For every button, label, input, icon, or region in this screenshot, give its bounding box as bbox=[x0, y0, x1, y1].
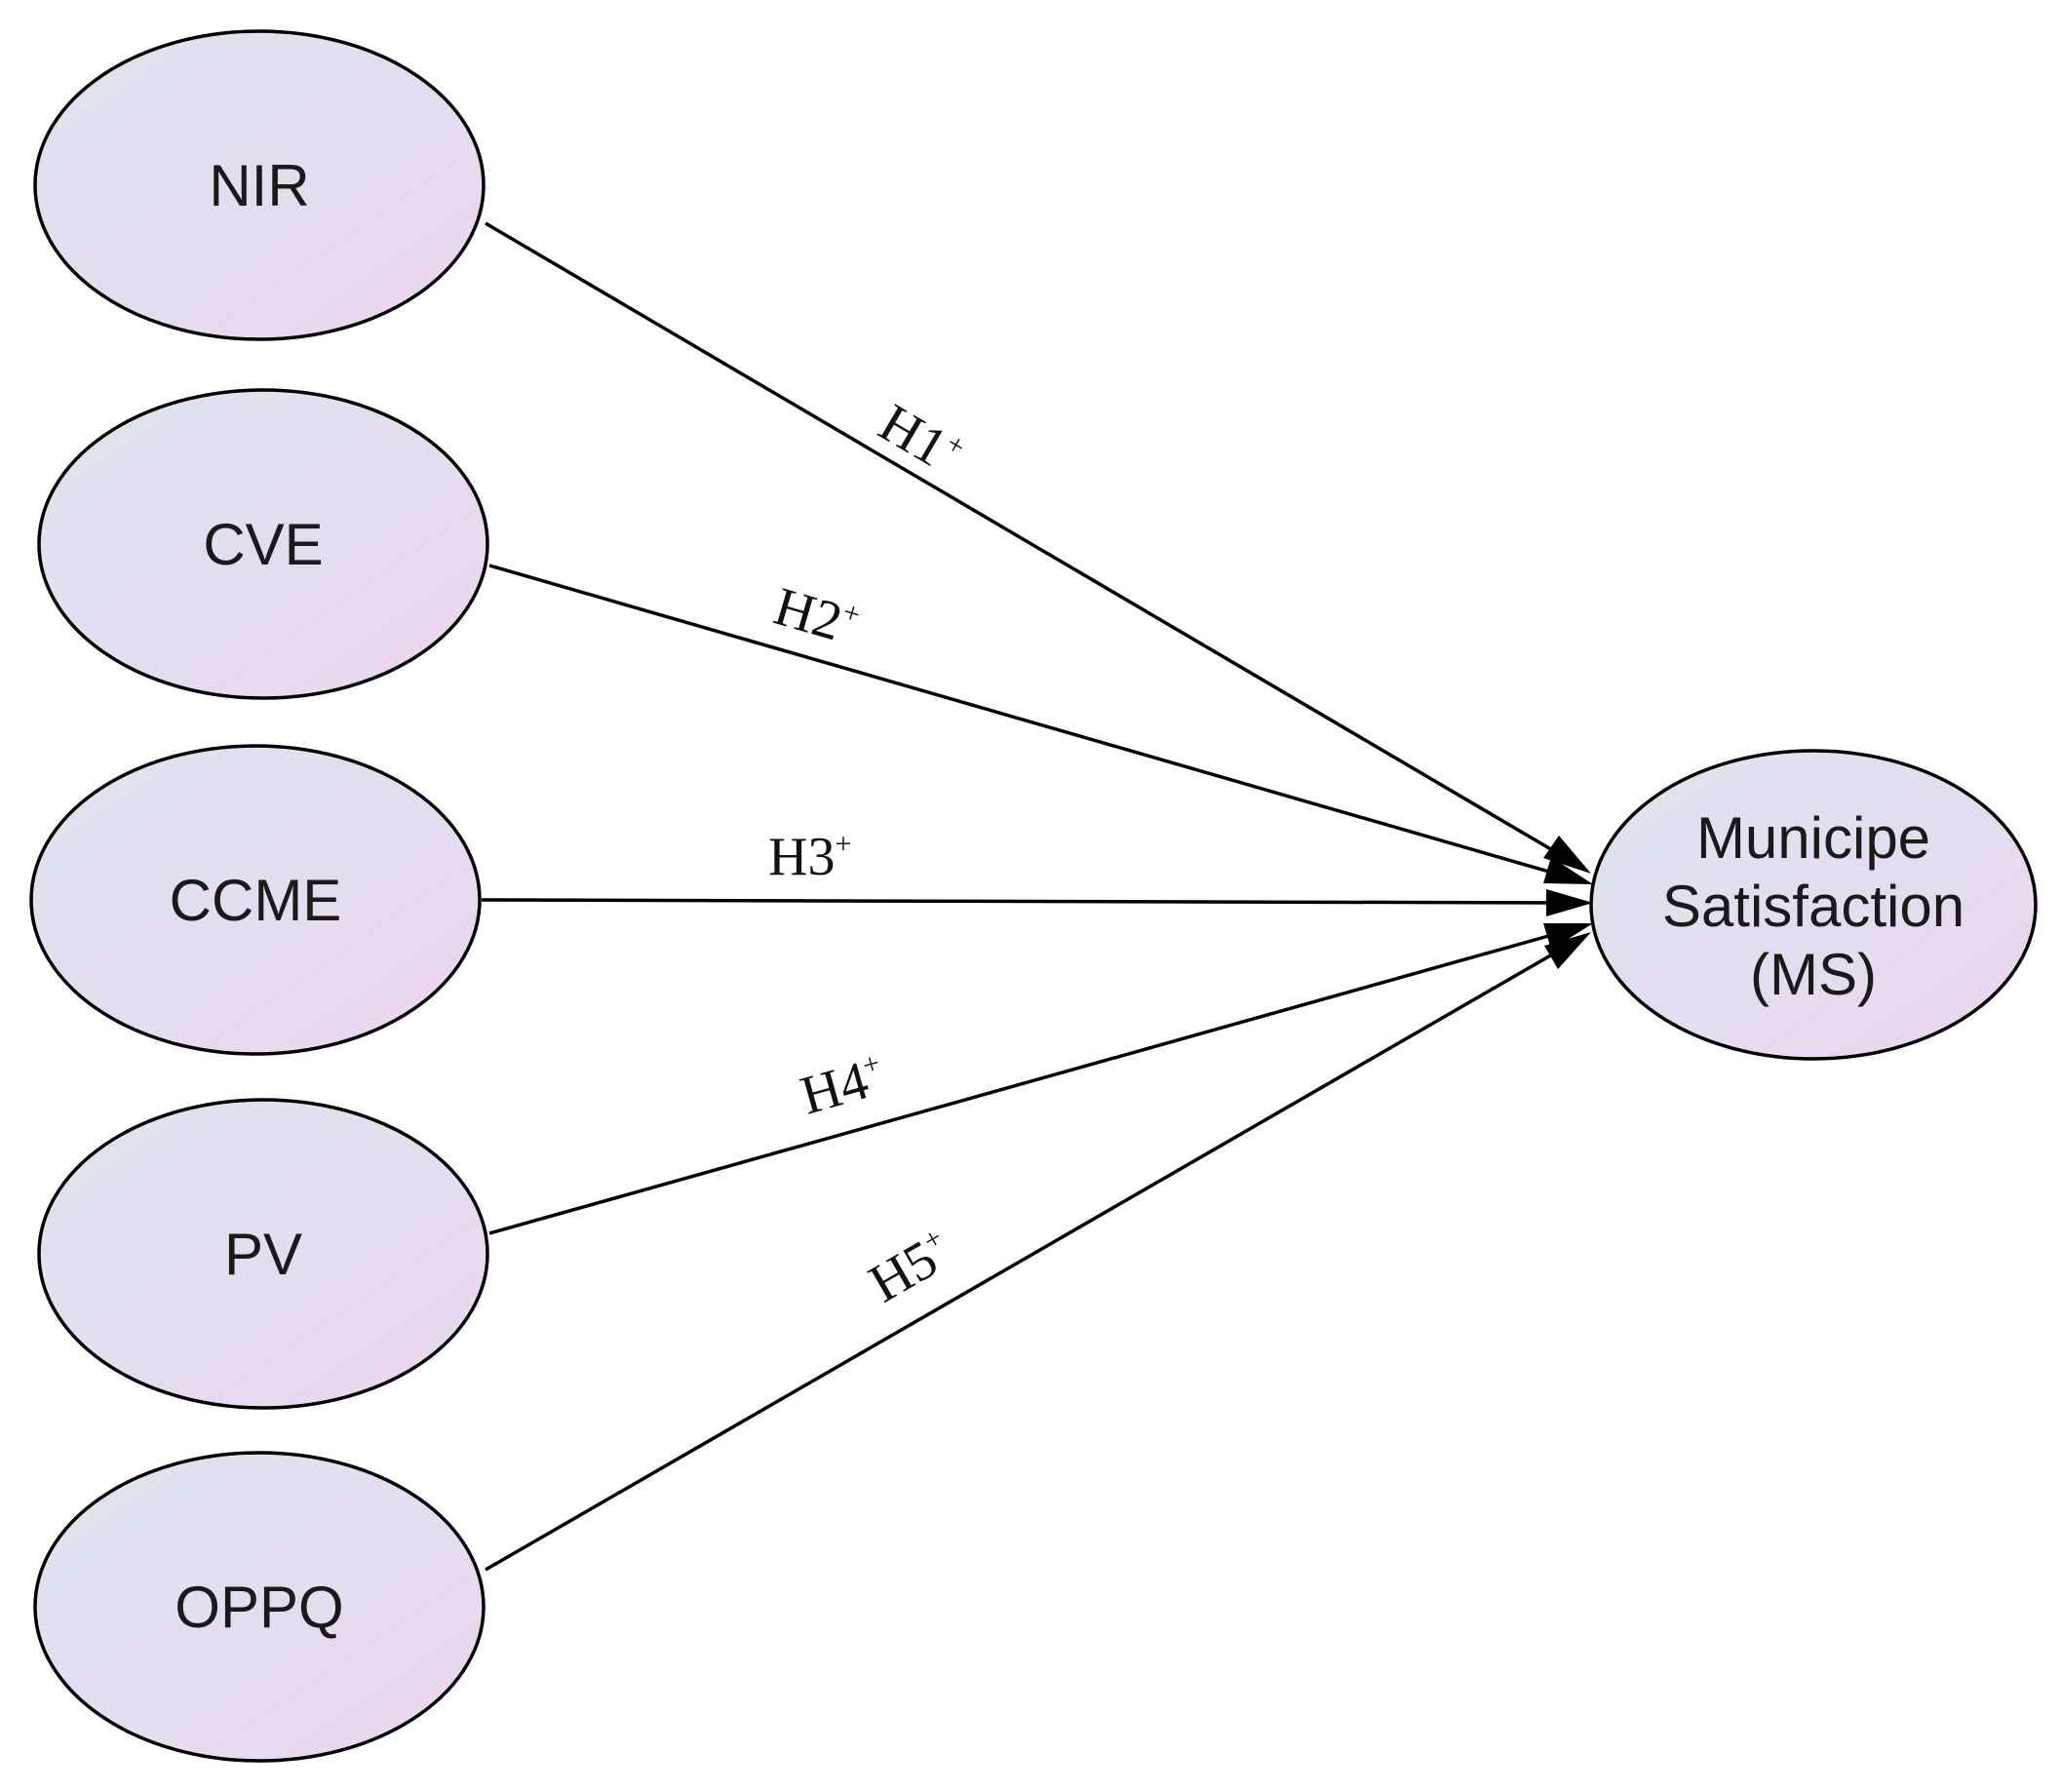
arrowhead-h2 bbox=[1543, 857, 1593, 884]
node-pv: PV bbox=[37, 1098, 489, 1410]
edge-h2: H2+ bbox=[488, 564, 1593, 884]
edge-h3: H3+ bbox=[481, 827, 1593, 916]
node-oppq: OPPQ bbox=[33, 1451, 486, 1763]
edge-h1: H1+ bbox=[485, 221, 1591, 874]
edge-label-h1: H1+ bbox=[869, 393, 971, 487]
node-cve: CVE bbox=[37, 388, 489, 700]
node-ms: Municipe Satisfaction (MS) bbox=[1589, 749, 2038, 1061]
node-label-ms-line-2: Satisfaction bbox=[1662, 874, 1965, 939]
node-ccme: CCME bbox=[29, 744, 482, 1056]
node-label-ccme: CCME bbox=[170, 868, 342, 933]
node-label-oppq: OPPQ bbox=[175, 1575, 343, 1640]
node-label-pv: PV bbox=[224, 1222, 302, 1287]
node-label-cve: CVE bbox=[203, 512, 323, 577]
edge-label-h2: H2+ bbox=[767, 576, 864, 657]
edges-group: H1+ H2+ H3+ H4+ H5+ bbox=[481, 221, 1593, 1572]
node-label-ms-line-1: Municipe bbox=[1696, 805, 1930, 871]
arrowhead-h1 bbox=[1543, 836, 1591, 874]
node-label-nir: NIR bbox=[209, 153, 309, 218]
edge-h4: H4+ bbox=[488, 923, 1593, 1235]
edge-h5: H5+ bbox=[485, 932, 1591, 1572]
node-label-ms-line-3: (MS) bbox=[1750, 942, 1877, 1007]
nodes-group: NIR CVE CCME PV OPPQ Municipe Satisfacti… bbox=[29, 29, 2038, 1763]
edge-label-h5: H5+ bbox=[860, 1221, 962, 1314]
arrowhead-h3 bbox=[1546, 889, 1593, 916]
edge-label-h4: H4+ bbox=[795, 1046, 891, 1127]
node-nir: NIR bbox=[33, 29, 486, 341]
edge-label-h3: H3+ bbox=[768, 827, 851, 887]
arrowhead-h5 bbox=[1544, 932, 1591, 969]
